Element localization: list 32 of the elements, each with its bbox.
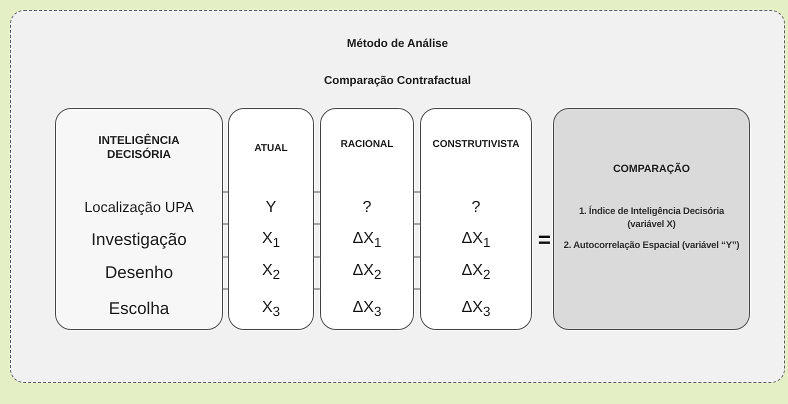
- value-text: ΔX$_{3}$: [462, 298, 490, 320]
- value-text: ΔX$_{2}$: [462, 262, 490, 283]
- table-column: [55, 108, 223, 330]
- value-text: Y: [266, 198, 276, 216]
- table-column: [420, 108, 532, 330]
- value-text: ΔX$_{2}$: [352, 262, 382, 283]
- column-header: COMPARAÇÃO: [612, 163, 691, 176]
- list-item: 2. Autocorrelação Espacial (variável “Y”): [562, 239, 740, 252]
- row-label: Investigação: [91, 230, 187, 250]
- value-text: ?: [362, 198, 372, 216]
- row-label: Escolha: [108, 299, 170, 319]
- panel-heading: Método de Análise: [346, 38, 450, 50]
- column-header: INTELIGÊNCIA DECISÓRIA: [97, 135, 181, 163]
- dashed-panel: [10, 10, 785, 383]
- column-header: ATUAL: [253, 143, 289, 155]
- value-text: ?: [472, 198, 480, 216]
- comparison-box: [553, 108, 750, 330]
- value-text: ΔX$_{1}$: [352, 230, 382, 250]
- equals-sign: =: [538, 229, 551, 251]
- value-text: ΔX$_{3}$: [352, 298, 382, 320]
- value-text: X$_{2}$: [262, 262, 280, 283]
- row-label: Desenho: [104, 262, 174, 282]
- panel-subheading: Comparação Contrafactual: [323, 75, 472, 87]
- list-item: 1. Índice de Inteligência Decisória (variável X): [578, 205, 726, 232]
- row-label: Localização UPA: [84, 200, 194, 216]
- column-header: RACIONAL: [340, 139, 394, 151]
- table-column: [320, 108, 414, 330]
- table-column: [228, 108, 314, 330]
- value-text: ΔX$_{1}$: [462, 230, 490, 250]
- value-text: X$_{1}$: [262, 230, 280, 250]
- value-text: X$_{3}$: [262, 298, 280, 320]
- column-header: CONSTRUTIVISTA: [431, 139, 521, 151]
